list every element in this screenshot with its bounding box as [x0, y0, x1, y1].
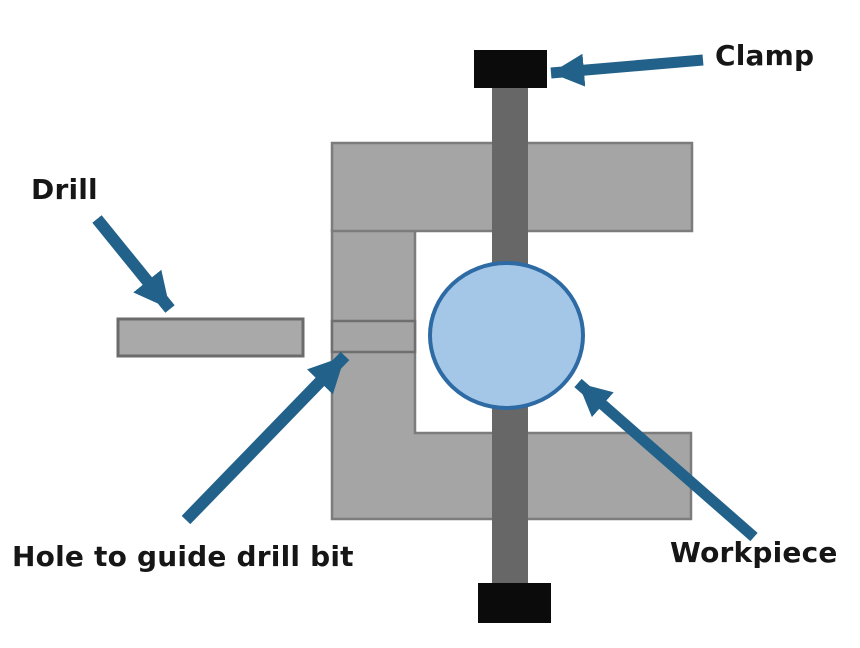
hole-to-guide-drill-bit-label: Hole to guide drill bit [12, 540, 354, 573]
guide-hole-shape [330, 319, 417, 354]
drill-label: Drill [31, 173, 98, 206]
drill-shape [116, 317, 305, 358]
clamp-bottom-block-shape [478, 583, 551, 623]
workpiece-shape [428, 261, 585, 410]
clamp-top-block-shape [474, 50, 547, 88]
hole-arrow [181, 351, 350, 525]
clamp-label: Clamp [715, 39, 815, 72]
workpiece-arrow [574, 378, 758, 542]
workpiece-label: Workpiece [670, 536, 838, 569]
drill-arrow [92, 215, 175, 313]
clamp-arrow [550, 53, 704, 87]
